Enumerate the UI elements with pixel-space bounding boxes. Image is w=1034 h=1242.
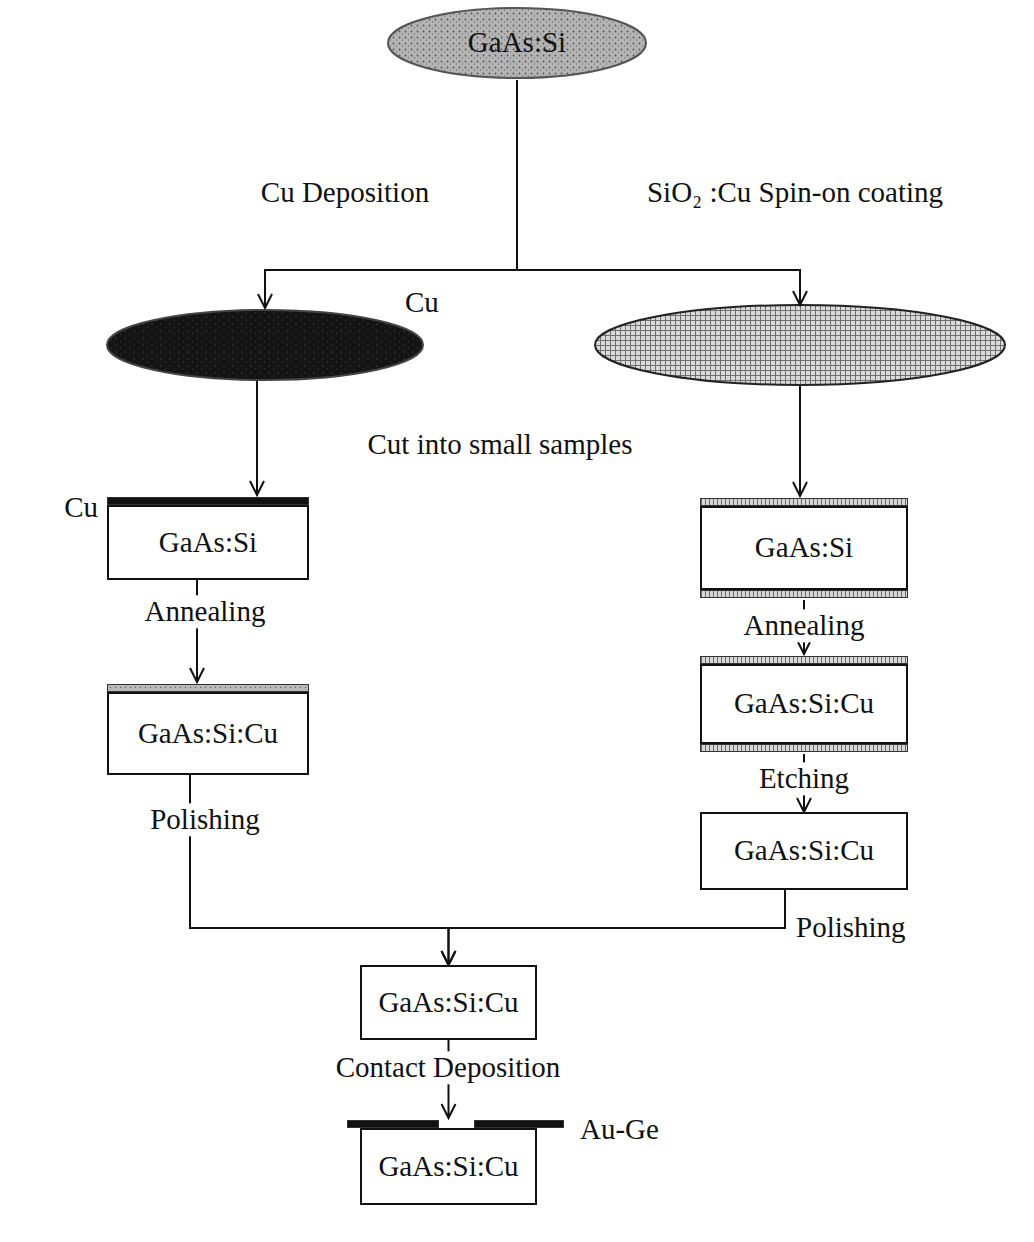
ellipse-outline (105, 308, 425, 382)
process-arrow (250, 380, 264, 495)
step-label: Cu Deposition (257, 176, 433, 209)
node-text: GaAs:Si (159, 526, 257, 559)
step-label: Annealing (141, 595, 270, 628)
deposited-layer (347, 1120, 439, 1128)
node-text: GaAs:Si (755, 531, 853, 564)
node-text: GaAs:Si:Cu (378, 1150, 518, 1183)
node-text: GaAs:Si:Cu (138, 717, 278, 750)
contact-label: Au-Ge (576, 1113, 663, 1146)
sample-box: GaAs:Si:Cu (107, 692, 309, 775)
spin-on-coated-wafer (595, 305, 1005, 385)
deposited-layer (107, 497, 309, 505)
sample-box: GaAs:Si (700, 506, 908, 590)
cu-coated-wafer: Cu (105, 308, 425, 382)
step-label: Polishing (792, 911, 910, 944)
process-arrow (442, 890, 786, 965)
step-label: Annealing (740, 609, 869, 642)
sample-box: GaAs:Si:Cu (700, 812, 908, 890)
step-label: SiO₂ :Cu Spin-on coating (643, 176, 947, 209)
deposited-layer (700, 590, 908, 598)
node-text: GaAs:Si:Cu (734, 687, 874, 720)
wafer-ellipse: GaAs:Si (386, 6, 648, 80)
step-label: Cut into small samples (363, 428, 636, 461)
node-text: GaAs:Si:Cu (378, 986, 518, 1019)
node-text: GaAs:Si (468, 26, 566, 59)
deposited-layer (700, 498, 908, 506)
sample-box: GaAs:Si (107, 505, 309, 580)
wafer-shape (107, 310, 423, 380)
layer-label: Cu (60, 491, 102, 524)
layer-label: Cu (405, 286, 439, 319)
node-text: GaAs:Si:Cu (734, 834, 874, 867)
process-arrow (517, 270, 807, 496)
step-label: Contact Deposition (332, 1051, 565, 1084)
deposited-layer (107, 684, 309, 692)
deposited-layer (700, 656, 908, 664)
sample-box: GaAs:Si:Cu (360, 965, 537, 1040)
deposited-layer (474, 1120, 564, 1128)
sample-box: GaAs:Si:Cu (360, 1128, 537, 1205)
step-label: Etching (755, 762, 853, 795)
wafer-shape (388, 8, 646, 78)
sample-box: GaAs:Si:Cu (700, 664, 908, 744)
step-label: Polishing (146, 803, 264, 836)
deposited-layer (700, 744, 908, 752)
